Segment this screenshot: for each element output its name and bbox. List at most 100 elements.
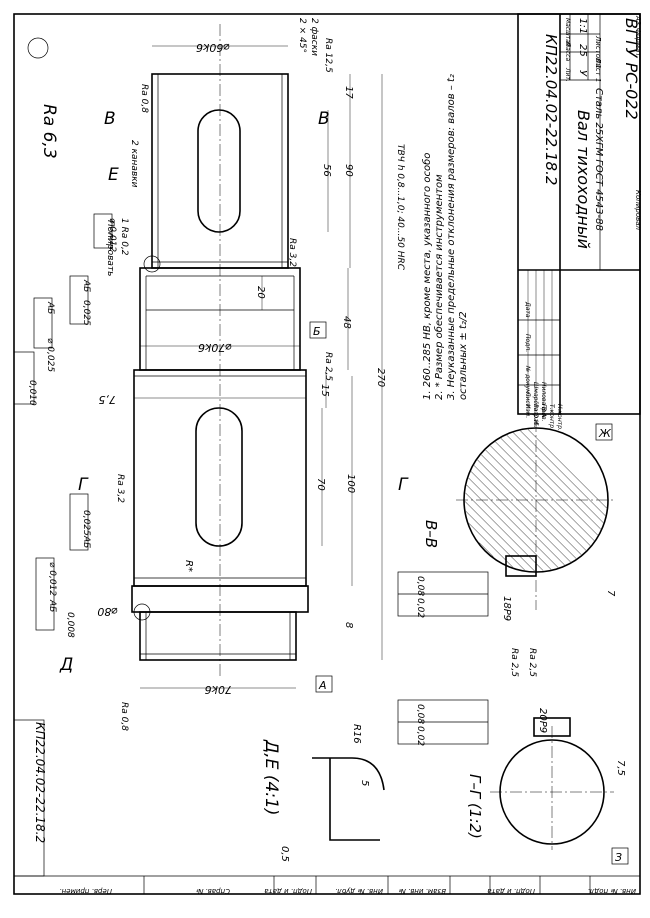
sheet-frame: [13, 13, 641, 895]
heat-treatment: ТВЧ h 0,8...1,0; 40...50 HRC: [395, 144, 405, 271]
stamp-inv-dubl: Инв. № дубл.: [335, 887, 383, 895]
base-Zh: Ж: [598, 427, 612, 440]
dim-d80: ⌀80: [97, 605, 118, 618]
svg-text:Нилова В.А.: Нилова В.А.: [540, 382, 547, 419]
tol-0-base: АБ: [47, 599, 57, 612]
hatch-line: [477, 459, 577, 559]
stamp-podp1: Подп. и дата: [264, 887, 312, 895]
note-2: 2. * Размер обеспечивается инструментом: [433, 174, 445, 400]
dim-d7: 7: [605, 590, 616, 597]
detail-r16: R16: [351, 724, 362, 744]
base-markers: А Б Ж З: [309, 321, 629, 865]
dim-d60: ⌀60k6: [196, 41, 230, 54]
dim-L8: 8: [343, 622, 354, 628]
section-B: В–В 18P9 7 0,08 0,02 Ra 2,5 Ra 2,5: [397, 420, 616, 677]
part-name: Вал тихоходный: [574, 110, 593, 249]
ra32a: Ra 3,2: [287, 238, 297, 267]
material: Сталь 25ХГМ ГОСТ 4543-88: [593, 88, 604, 231]
technical-notes: 1. 260..285 HB, кроме места, указанного …: [421, 74, 469, 400]
ra25b: Ra 2,5: [509, 648, 519, 677]
sec-letter-B2: В: [318, 109, 330, 129]
dimensions: ⌀60k6 ⌀70k6 7,5 ⌀80 70k6 270 90 56 17 48…: [97, 18, 405, 731]
doc-code: КП22.04.02-22.18.2: [542, 34, 560, 185]
keyway-2: [195, 407, 243, 547]
dim-L17: 17: [343, 86, 354, 99]
hatch-line: [490, 445, 591, 546]
stamp-sprav: Справ. №: [196, 887, 230, 895]
svg-text:№ докум.: № докум.: [524, 365, 531, 396]
chamfer-count: 2 фаски: [309, 18, 319, 56]
shaft-main-view: [131, 24, 309, 676]
title-block: КП22.04.02-22.18.2 Вал тихоходный Сталь …: [517, 13, 642, 431]
col-mass: Масса: [564, 42, 571, 61]
base-Z: З: [615, 851, 622, 864]
col-lit: Лит.: [564, 67, 571, 82]
ra32b: Ra 3,2: [115, 474, 125, 503]
general-roughness: Ra 6,3: [39, 104, 59, 159]
detail-circle-D: [133, 603, 151, 621]
val-lit: У: [577, 70, 588, 77]
svg-text:Лист: Лист: [524, 391, 531, 408]
svg-text:Изм.: Изм.: [524, 404, 531, 418]
tolerance-frames: ⌀ 0,012 АБ 0,025 АБ 0,025 АБ ⌀ 0,025 АБ …: [13, 213, 117, 638]
hatch-line: [468, 477, 559, 568]
sec-letter-E: Е: [108, 165, 119, 185]
format-value: А3: [634, 15, 642, 25]
hatch-line: [468, 523, 513, 568]
hatch-line: [464, 501, 535, 572]
tol-1-base: АБ: [81, 535, 91, 548]
copied-label: Копировал: [634, 190, 642, 231]
sec-letter-B1: В: [104, 109, 116, 129]
section-G-title: Г–Г (1:2): [466, 774, 484, 839]
hatch-section-B: [464, 429, 607, 572]
dim-w18: 18P9: [501, 596, 512, 621]
kt-2-val: 0,08: [415, 704, 425, 724]
hatch-line: [481, 454, 582, 555]
dim-d7-5: 7,5: [615, 760, 626, 776]
sec-letter-G2: Г: [398, 475, 409, 495]
stamp-podp2: Подп. и дата: [487, 887, 535, 895]
kt-0-val: 0,08: [415, 576, 425, 596]
ra25a: Ra 2,5: [323, 352, 333, 381]
dim-L56: 56: [321, 164, 332, 177]
top-left-code: КП22.04.02-22.18.2: [33, 722, 47, 843]
detail-r05: 0,5: [279, 846, 290, 862]
hatch-line: [485, 449, 587, 551]
svg-text:Подп.: Подп.: [524, 334, 531, 352]
roughness-circle-icon: [27, 37, 49, 59]
dim-L15: 15: [319, 384, 330, 397]
hatch-line: [527, 429, 607, 509]
sheets-total: Листов 1: [594, 35, 602, 69]
kt-3-val: 0,02: [415, 726, 425, 746]
format-label: Формат: [634, 28, 642, 57]
tol-5-val: 0,008: [65, 612, 75, 638]
tol-0-val: ⌀ 0,012: [47, 562, 57, 596]
hatch-line: [466, 484, 552, 570]
kt-1-val: 0,02: [415, 598, 425, 618]
sheet-no: Лист 1: [594, 57, 602, 82]
note-4: остальных ± t₂/2: [458, 311, 469, 400]
sec-letter-D: Д: [59, 655, 73, 675]
stamp-vzam: Взам. инв. №: [398, 887, 446, 895]
chamfer-dim: 2 × 45°: [297, 18, 307, 53]
dim-L20: 20: [255, 286, 266, 299]
hatch-line: [473, 465, 571, 563]
col-scale: Масштаб: [564, 18, 571, 47]
polish-2: 1 Ra 0,2: [119, 218, 129, 256]
section-G: Г–Г (1:2) 20P9 7,5 0,08 0,02: [397, 699, 626, 850]
tol-4-val: 0,010: [27, 380, 37, 406]
tol-3-val: ⌀ 0,025: [45, 338, 55, 372]
sec-letter-G1: Г: [78, 475, 89, 495]
dim-L100: 100: [345, 474, 356, 493]
tol-1-val: 0,025: [81, 510, 91, 536]
base-A: А: [318, 679, 327, 692]
svg-text:Пров.: Пров.: [540, 404, 547, 422]
tol-3-base: АБ: [45, 301, 55, 314]
hatch-line: [495, 441, 595, 541]
detail-title: Д,Е (4:1): [261, 739, 281, 815]
dim-L70: 70: [315, 478, 326, 491]
section-letters: В В Г Г Д Е: [59, 109, 409, 675]
dim-L48: 48: [341, 316, 352, 329]
svg-text:Т.контр.: Т.контр.: [548, 404, 555, 430]
